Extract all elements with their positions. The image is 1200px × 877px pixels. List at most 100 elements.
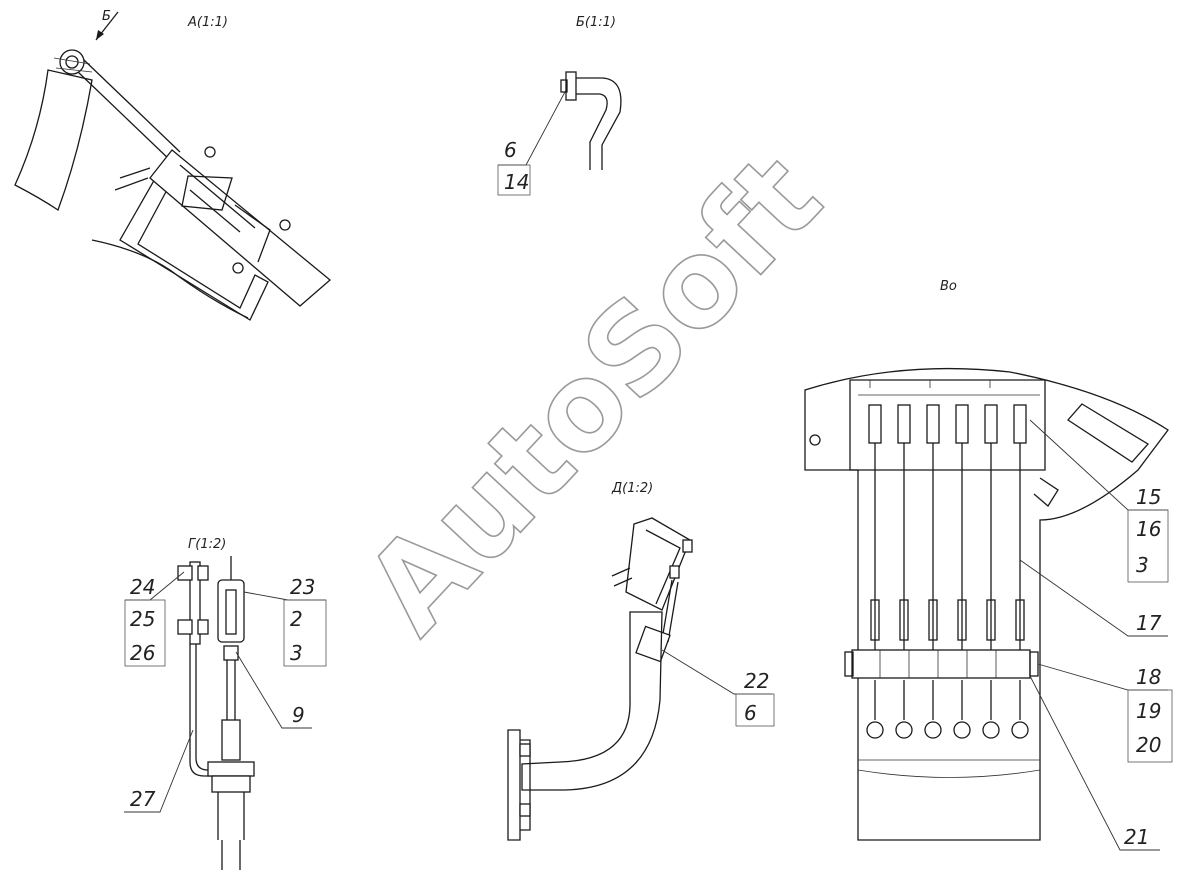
callout-b-14: 14 [504,170,529,194]
cylinder-body [149,149,332,307]
housing-hole [809,434,821,446]
top-plate-detail [858,380,1040,396]
view-b-title: Б(1:1) [576,15,616,30]
leader-v-21 [1029,675,1160,851]
cylinder-clamp [181,175,233,211]
view-g: Г(1:2) 24 25 26 23 2 3 9 27 [124,537,327,870]
adjuster-sleeve [221,719,241,761]
view-a: А(1:1) Б [14,9,332,321]
rod-4 [953,404,971,739]
crossbar-segments [879,650,997,678]
lock-nut [223,645,239,661]
hook-washer [560,79,568,93]
callout-box-v-18 [1127,689,1173,763]
rod-1 [866,404,884,739]
upper-bracket [625,517,691,611]
hook-bar [575,77,622,170]
rod-5 [982,404,1000,739]
callout-d-22: 22 [744,669,769,693]
callout-v-20: 20 [1136,733,1161,757]
view-v: Во [804,279,1173,851]
jam-nut-2 [211,775,251,793]
callout-v-18: 18 [1136,665,1161,689]
leader-v-17 [1019,559,1168,637]
bolt-top-left [177,565,193,581]
callout-v-16: 16 [1136,517,1161,541]
crossbar-end-right [1029,651,1039,677]
hook-nut [565,71,577,101]
callout-g-27: 27 [130,787,156,811]
bolt-top-right [197,565,209,581]
cylinder-clamp-2 [234,204,271,263]
bent-bracket [521,611,663,791]
callout-g-3: 3 [290,641,303,665]
view-v-title: Во [940,279,957,294]
watermark-text: AutoSoft [340,129,849,660]
callout-box-g-23 [283,599,327,667]
clevis-slot [225,589,237,635]
jam-nut-1 [207,761,255,777]
callout-box-g-24 [124,599,166,667]
bolt-bottom-left [177,619,193,635]
callout-b-6: 6 [504,138,517,162]
rod-6 [1011,404,1029,739]
callout-g-9: 9 [292,703,305,727]
upper-bracket-bolt [682,539,693,553]
callout-v-15: 15 [1136,485,1161,509]
bracket-top [114,167,151,191]
callout-box-d-22 [735,693,775,727]
cylinder-bolt-3 [232,262,244,274]
bracket-frame [119,169,269,321]
callout-v-19: 19 [1136,699,1161,723]
rod-3 [924,404,942,739]
pivot-ring [59,49,85,75]
housing-outline [804,367,1169,841]
callout-v-3: 3 [1136,553,1149,577]
view-b: Б(1:1) 6 14 [497,15,622,196]
view-arrow-head [96,30,104,40]
leader-g-9 [235,651,312,729]
lower-rod [217,792,245,870]
callout-v-21: 21 [1124,825,1149,849]
side-lug [1033,477,1059,507]
top-plate [849,379,1046,471]
view-g-title: Г(1:2) [188,537,226,552]
callout-g-25: 25 [130,607,155,631]
upper-bracket-bolt-2 [669,565,680,579]
callout-g-24: 24 [130,575,155,599]
callout-g-2: 2 [290,607,303,631]
flange-bolt-1 [519,743,531,757]
bracket-bottom [91,239,249,319]
view-arrow-label: Б [102,9,111,24]
leader-g-27 [124,729,194,813]
threaded-rod [226,660,236,720]
pushrod [77,59,181,163]
callout-box-v-15 [1127,509,1169,583]
slot [1067,403,1150,463]
cylinder-bands [179,164,256,233]
upper-bracket-lip [611,567,633,587]
pivot-hatch [53,57,93,73]
view-a-title: А(1:1) [187,15,228,30]
flange-bolt-2 [519,803,531,817]
bolt-bottom-right [197,619,209,635]
callout-g-23: 23 [290,575,315,599]
crossbar-end-left [844,651,854,677]
flange-plate-inner [520,739,531,831]
clevis [217,579,245,643]
callout-box-b-14 [497,164,531,196]
rod-group [866,404,1029,739]
upper-bracket-edge [645,529,681,605]
callout-v-17: 17 [1136,611,1162,635]
flange-plate [507,729,521,841]
strip [189,561,201,645]
rod-2 [895,404,913,739]
bent-bar [189,644,216,777]
view-d-title: Д(1:2) [611,481,653,496]
cylinder-bolt-1 [204,146,216,158]
curved-plate [14,69,93,211]
callout-g-26: 26 [130,641,155,665]
link-joint [635,625,671,663]
link-arm [661,579,679,643]
